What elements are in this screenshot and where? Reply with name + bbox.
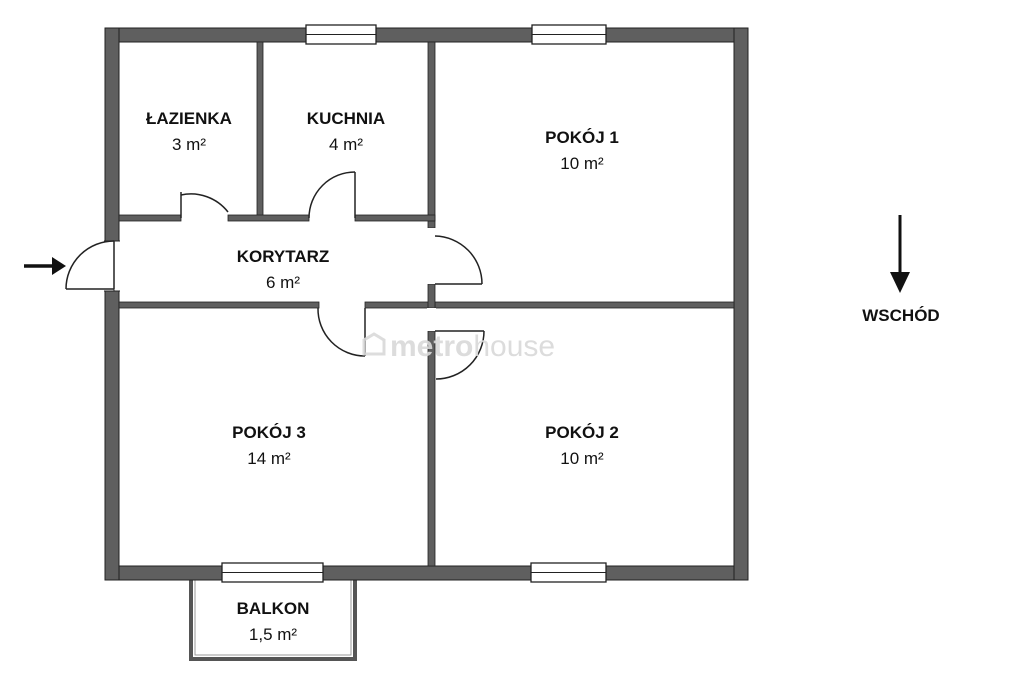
room-name: POKÓJ 2 [545,423,619,442]
door-entrance [65,240,115,290]
north-arrow-icon [890,215,910,293]
door-room-1 [434,235,483,285]
window-kitchen [305,24,377,45]
watermark-brand-b: house [473,330,555,363]
room-area: 4 m² [329,135,363,154]
window-room-3 [221,562,324,583]
room-area: 3 m² [172,135,206,154]
door-room-3 [317,307,366,357]
room-balkon: BALKON 1,5 m² [237,599,310,644]
room-korytarz: KORYTARZ 6 m² [237,247,330,292]
room-name: BALKON [237,599,310,618]
window-room-2 [530,562,607,583]
window-room-1 [531,24,607,45]
room-kuchnia: KUCHNIA 4 m² [307,109,385,154]
room-name: POKÓJ 1 [545,128,619,147]
door-kitchen [308,171,356,219]
svg-text:metrohouse: metrohouse [390,330,555,363]
room-name: ŁAZIENKA [146,109,232,128]
room-name: POKÓJ 3 [232,423,306,442]
room-lazienka: ŁAZIENKA 3 m² [146,109,232,154]
entrance-arrow-icon [24,257,66,275]
room-area: 10 m² [560,154,604,173]
interior-walls [118,41,735,567]
room-pokoj-1: POKÓJ 1 10 m² [545,128,619,173]
room-name: KORYTARZ [237,247,330,266]
room-area: 10 m² [560,449,604,468]
room-pokoj-2: POKÓJ 2 10 m² [545,423,619,468]
room-name: KUCHNIA [307,109,385,128]
balcony-railing [189,576,357,661]
room-area: 14 m² [247,449,291,468]
room-area: 1,5 m² [249,625,298,644]
direction-label: WSCHÓD [862,306,939,325]
room-area: 6 m² [266,273,300,292]
door-room-2 [435,330,485,380]
watermark-brand-a: metro [390,330,473,363]
entrance-opening [104,241,120,291]
room-pokoj-3: POKÓJ 3 14 m² [232,423,306,468]
watermark-logo: metrohouse [362,330,555,363]
door-bathroom [180,192,229,218]
